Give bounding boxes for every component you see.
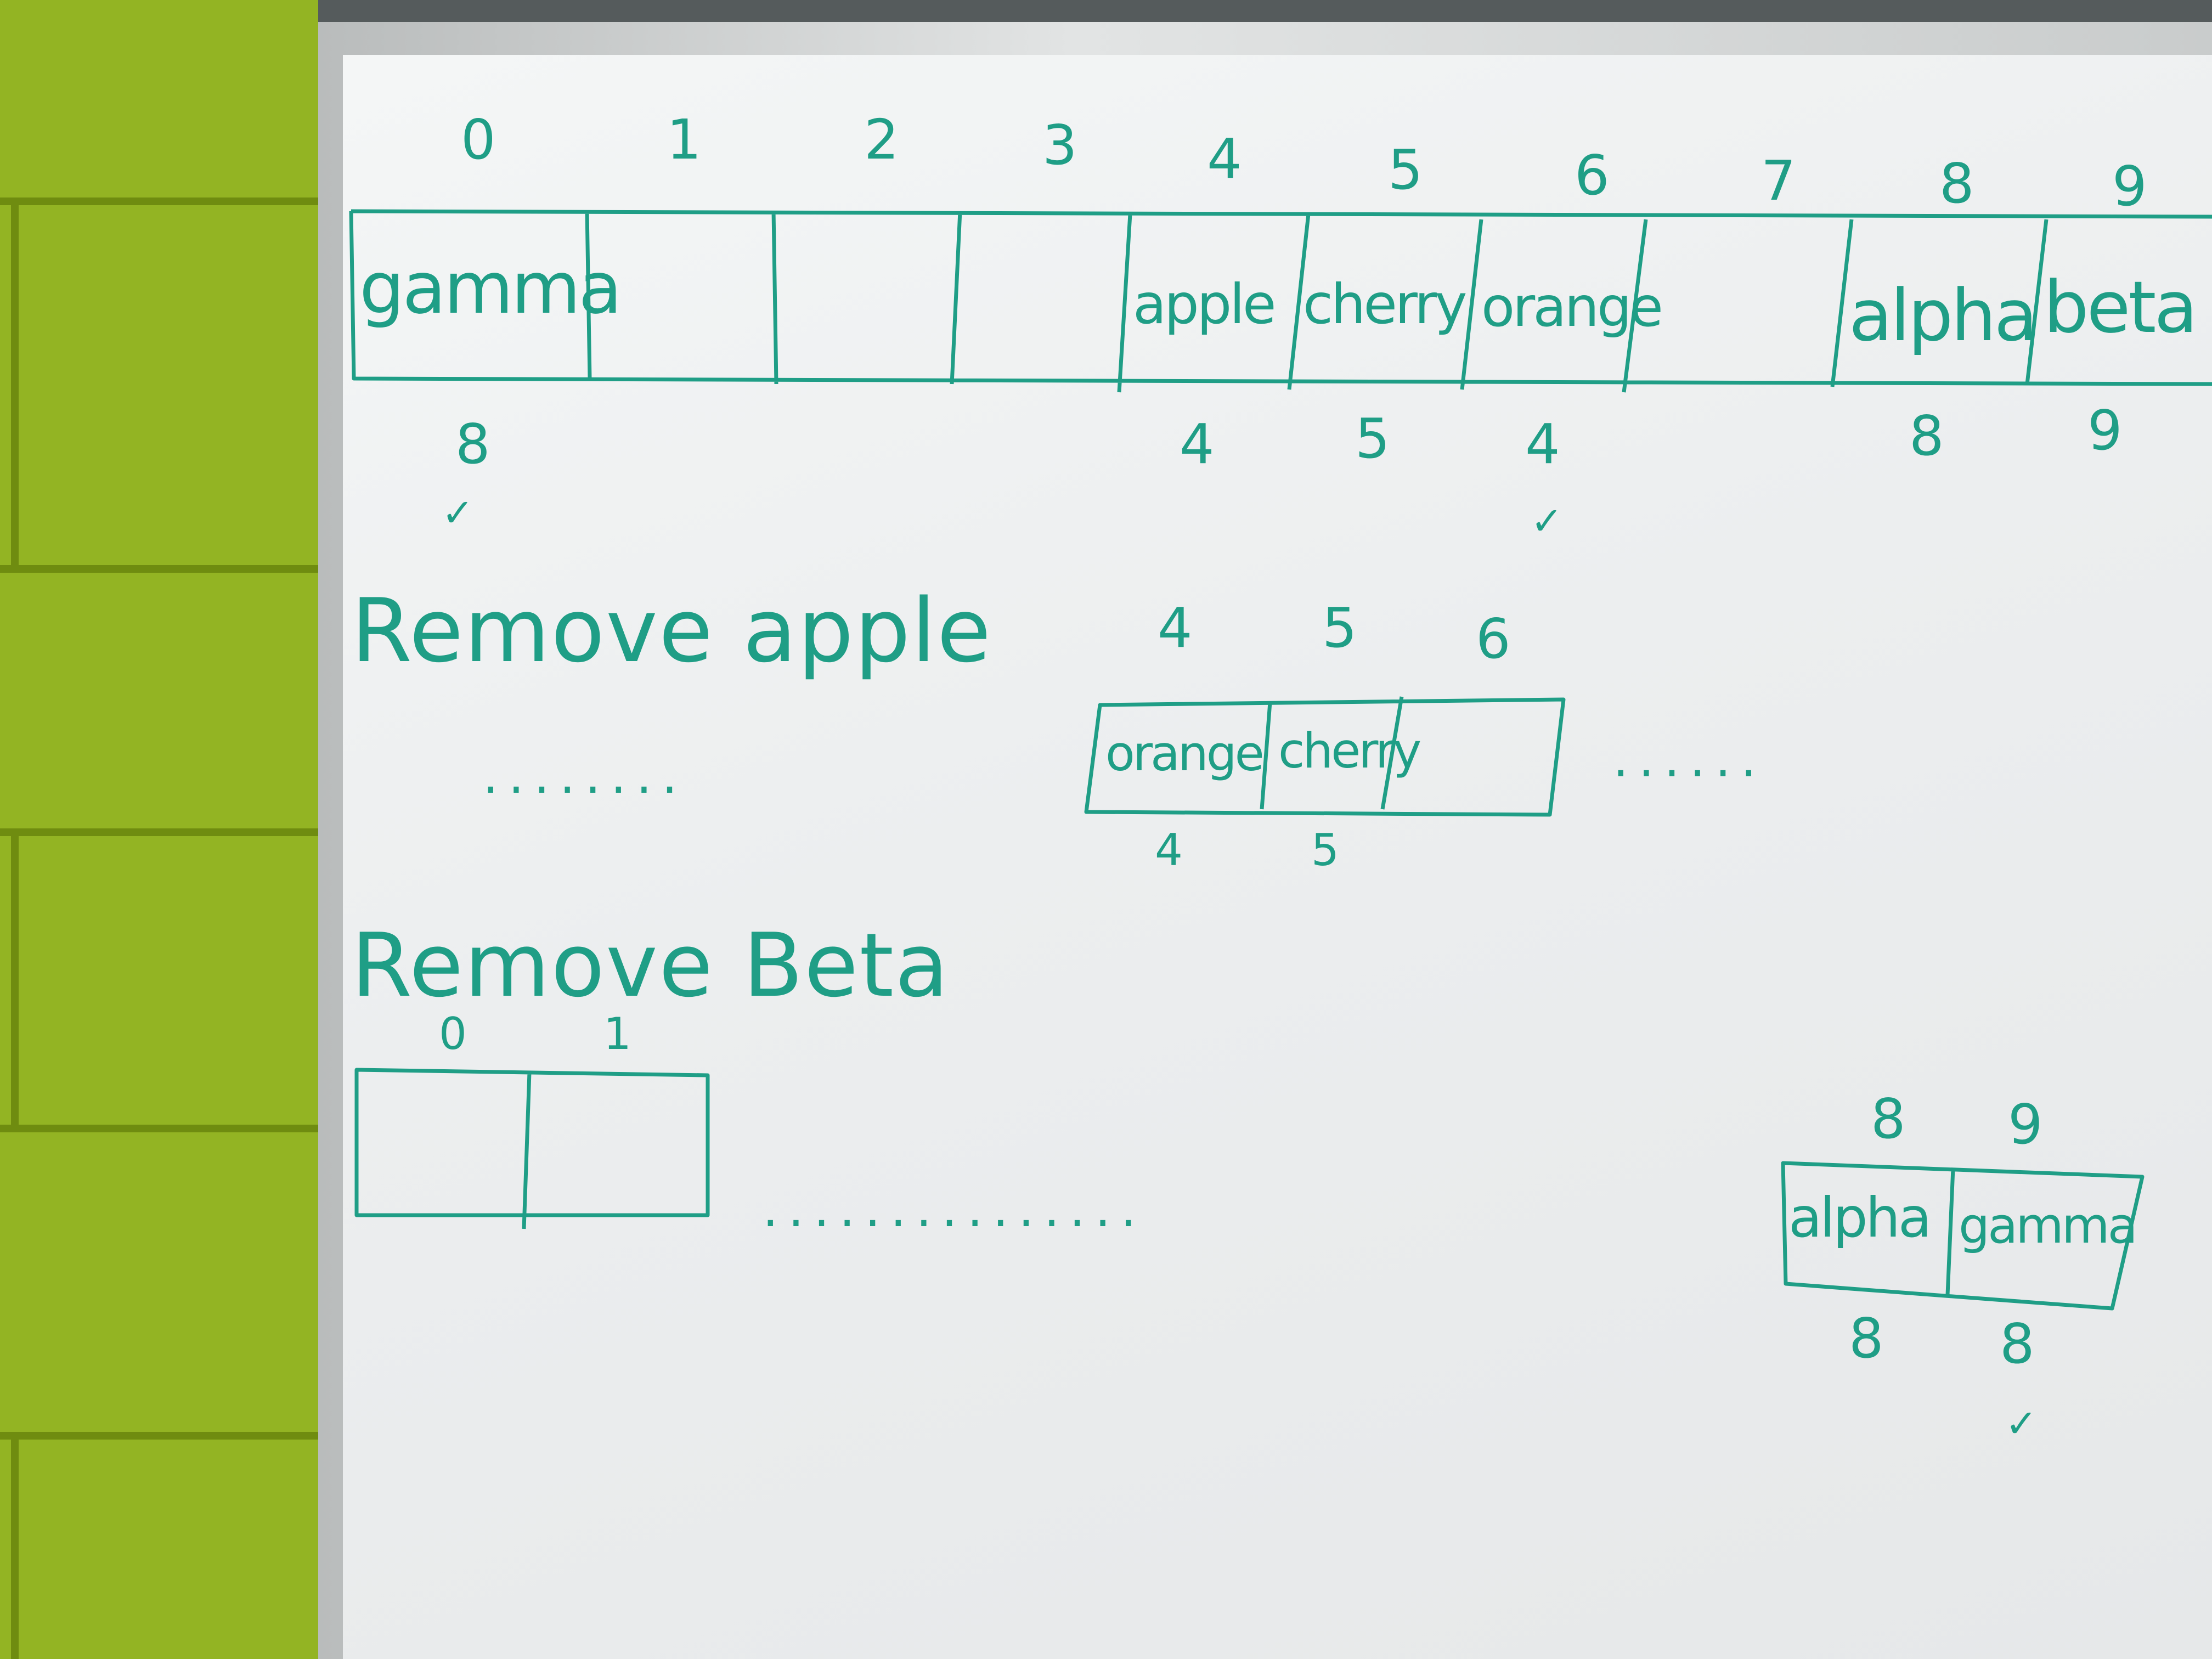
remove-beta-hash-gamma: 8 [2000,1312,2035,1376]
top-cell-8: alpha [1849,274,2038,357]
top-index-5: 5 [1388,138,1423,202]
checkmark-gamma-final: ✓ [2005,1401,2038,1446]
top-cell-6: orange [1481,275,1663,339]
remove-beta-dots: ............... [763,1181,1147,1238]
checkmark-gamma: ✓ [442,490,474,535]
remove-beta-index-1: 1 [603,1008,631,1059]
remove-apple-hash-orange: 4 [1155,825,1183,876]
top-hash-cherry: 5 [1355,407,1390,471]
remove-beta-index-9: 9 [2008,1092,2043,1156]
remove-apple-hash-cherry: 5 [1311,825,1339,876]
top-hash-beta: 9 [2087,398,2123,462]
top-index-0: 0 [461,108,496,172]
remove-apple-boxes [1084,696,1566,817]
remove-apple-dots-left: ........ [483,747,687,805]
remove-apple-cell-orange: orange [1105,725,1265,782]
whiteboard-top-rail [318,0,2212,22]
remove-beta-cell-gamma: gamma [1959,1197,2138,1255]
top-hash-apple: 4 [1180,412,1215,476]
top-index-8: 8 [1939,151,1974,216]
remove-beta-cell-alpha: alpha [1788,1186,1932,1250]
top-index-9: 9 [2112,154,2147,218]
remove-beta-hash-alpha: 8 [1849,1306,1884,1370]
whiteboard-surface [343,55,2212,1659]
remove-beta-heading: Remove Beta [351,914,950,1017]
remove-apple-cell-cherry: cherry [1278,723,1421,779]
remove-apple-dots-right: ...... [1613,731,1767,788]
top-index-4: 4 [1207,127,1242,191]
remove-beta-left-boxes [354,1068,710,1229]
top-index-2: 2 [864,108,899,172]
remove-beta-index-8: 8 [1871,1087,1906,1151]
top-index-6: 6 [1575,143,1610,207]
top-index-7: 7 [1761,149,1796,213]
remove-apple-index-4: 4 [1158,596,1193,660]
top-cell-9: beta [2044,266,2198,349]
remove-beta-index-0: 0 [439,1008,467,1059]
top-hash-orange: 4 [1525,412,1560,476]
top-hash-gamma: 8 [455,412,490,476]
top-hash-alpha: 8 [1909,404,1944,468]
top-cell-5: cherry [1303,272,1468,336]
top-cell-0: gamma [359,246,622,330]
remove-apple-heading: Remove apple [351,579,992,682]
remove-beta-right-boxes [1781,1161,2145,1311]
top-array-boxes [349,209,2212,393]
top-index-1: 1 [667,108,702,172]
top-index-3: 3 [1042,113,1077,177]
checkmark-orange: ✓ [1531,499,1563,544]
remove-apple-index-6: 6 [1476,607,1511,671]
top-cell-4: apple [1133,272,1277,336]
remove-apple-index-5: 5 [1322,596,1357,660]
